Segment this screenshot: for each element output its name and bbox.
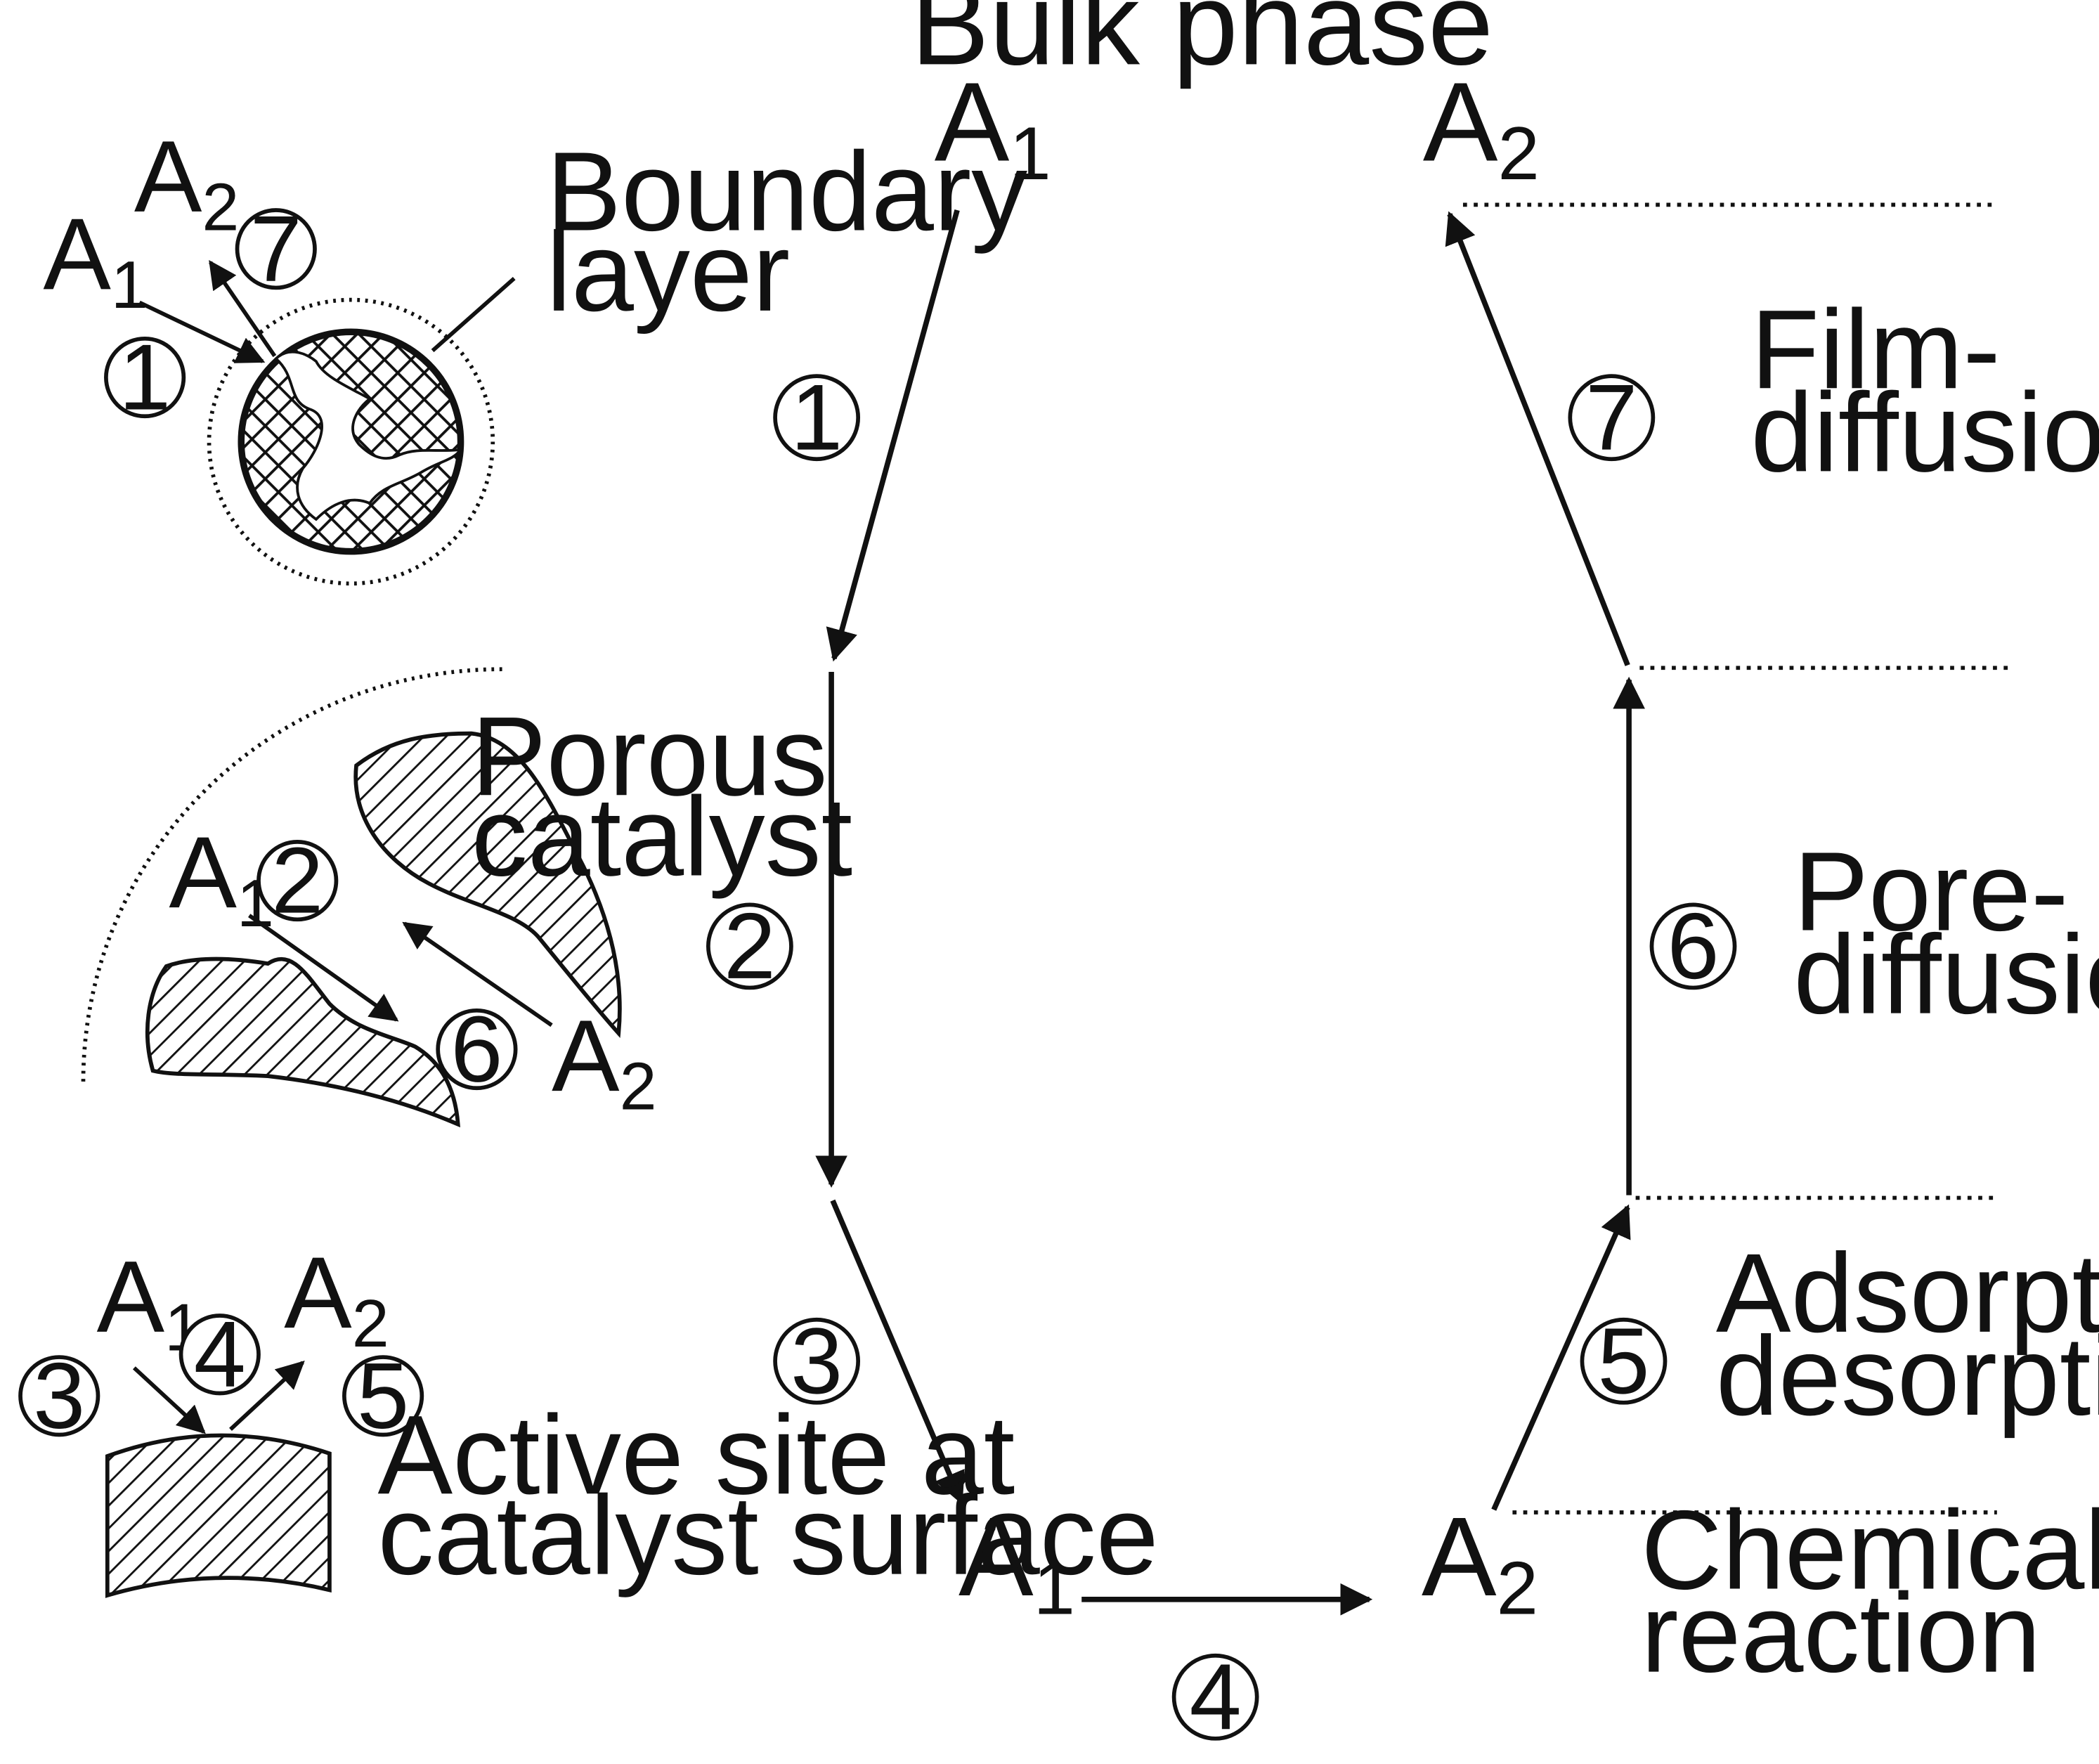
- svg-text:3: 3: [33, 1344, 85, 1448]
- svg-text:A1: A1: [935, 59, 1051, 196]
- active-site-illustration: A1 A2 4 3 5 Active site at catalyst surf…: [18, 1236, 1159, 1598]
- particle-pore: [273, 350, 464, 521]
- arrow-step-7: [1445, 211, 1630, 666]
- step-3-badge: 3: [773, 1309, 861, 1413]
- svg-text:1: 1: [791, 365, 843, 470]
- pore-wall-upper: [353, 731, 622, 1038]
- adsorption-desorption-label: Adsorption/ desorption: [1716, 1230, 2099, 1439]
- svg-text:5: 5: [357, 1344, 409, 1448]
- porous-catalyst-illustration: A1 A2 2 6 Porous catalyst: [81, 667, 859, 1128]
- catalyst-surface-block: [105, 1433, 332, 1598]
- porous-catalyst-label: Porous catalyst: [472, 693, 859, 899]
- particle-outline-arc: [81, 667, 502, 1087]
- svg-text:5: 5: [1597, 1309, 1649, 1413]
- level-separators: [1462, 202, 2010, 1515]
- species-a2-top: A2: [1423, 59, 1540, 196]
- svg-text:A2: A2: [1422, 1493, 1538, 1630]
- svg-text:A2: A2: [552, 999, 656, 1124]
- svg-text:2: 2: [724, 894, 776, 999]
- svg-text:7: 7: [250, 197, 302, 301]
- svg-text:A2: A2: [284, 1236, 389, 1361]
- svg-text:1: 1: [119, 325, 171, 430]
- svg-text:A1: A1: [958, 1493, 1075, 1630]
- step-7-badge: 7: [1568, 365, 1656, 470]
- bulk-phase-title: Bulk phase: [911, 0, 1493, 89]
- step-2-badge: 2: [706, 894, 793, 999]
- arrow-step-3: [830, 1199, 965, 1505]
- svg-text:6: 6: [1667, 894, 1719, 999]
- svg-text:6: 6: [450, 997, 502, 1102]
- svg-text:A1: A1: [169, 815, 274, 941]
- boundary-layer-label: Boundary layer: [546, 129, 1058, 335]
- boundary-layer-ring: [207, 297, 495, 586]
- pore-wall-lower: [145, 956, 460, 1128]
- step-4-badge: 4: [1171, 1645, 1259, 1749]
- film-diffusion-label: Film- diffusion: [1750, 286, 2099, 495]
- step-5-badge: 5: [1580, 1309, 1668, 1413]
- species-a1-surface: A1: [958, 1493, 1075, 1630]
- species-a2-surface: A2: [1422, 1493, 1538, 1630]
- chemical-reaction-label: Chemical reaction: [1641, 1487, 2099, 1696]
- arrow-step-1: [826, 209, 960, 662]
- arrow-step-5: [1491, 1204, 1631, 1511]
- svg-text:7: 7: [1585, 365, 1637, 470]
- svg-text:A2: A2: [1423, 59, 1540, 196]
- pore-diffusion-label: Pore- diffusion: [1793, 829, 2099, 1037]
- active-site-label: Active site at catalyst surface: [377, 1392, 1158, 1597]
- svg-text:A2: A2: [134, 119, 240, 245]
- species-a1-top: A1: [935, 59, 1051, 196]
- svg-text:4: 4: [1190, 1645, 1242, 1749]
- svg-text:4: 4: [194, 1302, 246, 1407]
- step-6-badge: 6: [1649, 894, 1737, 999]
- svg-text:3: 3: [791, 1309, 843, 1413]
- boundary-layer-illustration: A1 A2 7 1 Boundary layer: [43, 119, 1058, 586]
- svg-text:2: 2: [271, 829, 323, 933]
- step-1-badge: 1: [773, 365, 861, 470]
- svg-text:A1: A1: [43, 197, 148, 323]
